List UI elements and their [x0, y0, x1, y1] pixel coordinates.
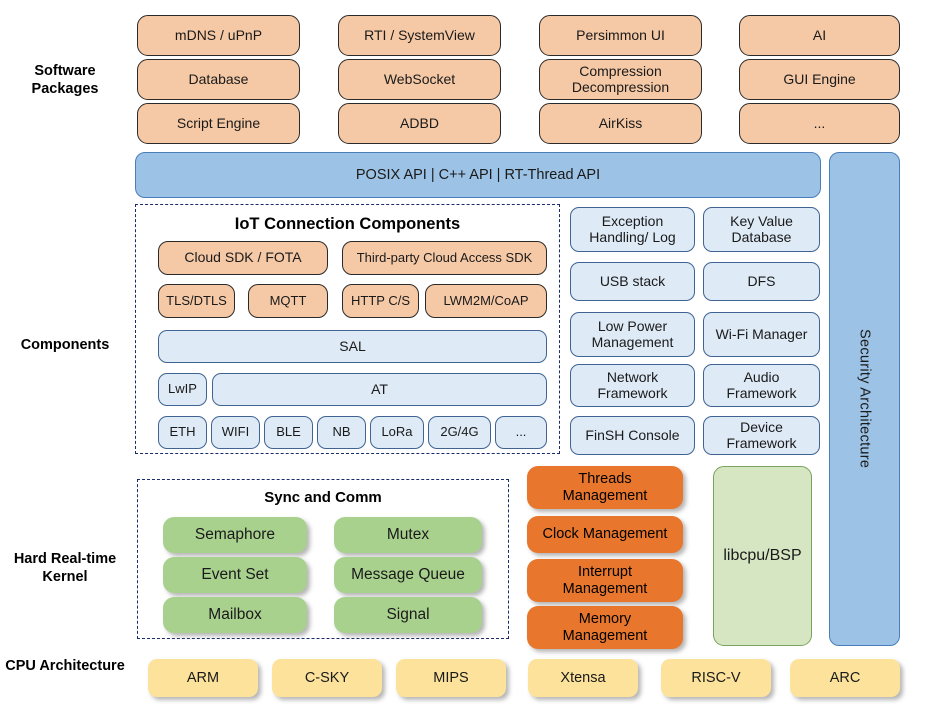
kernel-sync-box[interactable]: Mutex	[334, 517, 482, 553]
iot-thirdparty-sdk-box[interactable]: Third-party Cloud Access SDK	[342, 241, 547, 275]
software-package-box[interactable]: GUI Engine	[739, 59, 900, 100]
software-package-box[interactable]: mDNS / uPnP	[137, 15, 300, 56]
software-package-box[interactable]: Script Engine	[137, 103, 300, 144]
iot-connection-title: IoT Connection Components	[234, 215, 461, 233]
software-package-box[interactable]: Database	[137, 59, 300, 100]
iot-link-box[interactable]: 2G/4G	[428, 416, 491, 449]
iot-lwip-box[interactable]: LwIP	[158, 373, 207, 406]
iot-protocol-box[interactable]: LWM2M/CoAP	[425, 284, 547, 318]
iot-link-box[interactable]: WIFI	[211, 416, 260, 449]
cpu-architecture-box[interactable]: RISC-V	[661, 659, 771, 697]
security-architecture-bar[interactable]: Security Architecture	[829, 152, 900, 646]
row-label-kernel: Hard Real-time Kernel	[13, 551, 117, 586]
cpu-architecture-box[interactable]: ARC	[790, 659, 900, 697]
component-service-box[interactable]: Network Framework	[570, 364, 695, 407]
iot-sal-box[interactable]: SAL	[158, 330, 547, 363]
component-service-box[interactable]: Wi-Fi Manager	[703, 312, 820, 357]
software-package-box[interactable]: WebSocket	[338, 59, 501, 100]
iot-protocol-box[interactable]: TLS/DTLS	[158, 284, 235, 318]
software-package-box[interactable]: AirKiss	[539, 103, 702, 144]
security-architecture-label: Security Architecture	[856, 329, 873, 469]
component-service-box[interactable]: Exception Handling/ Log	[570, 207, 695, 252]
row-label-cpu: CPU Architecture	[5, 658, 125, 674]
software-package-box[interactable]: AI	[739, 15, 900, 56]
iot-connection-group: IoT Connection Components	[135, 204, 560, 454]
iot-protocol-box[interactable]: MQTT	[248, 284, 328, 318]
sync-and-comm-group: Sync and Comm	[137, 479, 509, 639]
component-service-box[interactable]: FinSH Console	[570, 416, 695, 455]
cpu-architecture-box[interactable]: ARM	[148, 659, 258, 697]
libcpu-bsp-box[interactable]: libcpu/BSP	[713, 466, 812, 646]
cpu-architecture-box[interactable]: C-SKY	[272, 659, 382, 697]
kernel-sync-box[interactable]: Semaphore	[163, 517, 307, 553]
software-package-box[interactable]: ...	[739, 103, 900, 144]
component-service-box[interactable]: Key Value Database	[703, 207, 820, 252]
iot-link-box[interactable]: NB	[317, 416, 366, 449]
kernel-sync-box[interactable]: Mailbox	[163, 597, 307, 633]
kernel-management-box[interactable]: Clock Management	[527, 516, 683, 553]
kernel-sync-box[interactable]: Message Queue	[334, 557, 482, 593]
kernel-management-box[interactable]: Threads Management	[527, 466, 683, 509]
kernel-management-box[interactable]: Memory Management	[527, 606, 683, 649]
component-service-box[interactable]: DFS	[703, 262, 820, 301]
cpu-architecture-box[interactable]: Xtensa	[528, 659, 638, 697]
kernel-sync-box[interactable]: Event Set	[163, 557, 307, 593]
iot-protocol-box[interactable]: HTTP C/S	[342, 284, 419, 318]
component-service-box[interactable]: USB stack	[570, 262, 695, 301]
iot-at-box[interactable]: AT	[212, 373, 547, 406]
kernel-management-box[interactable]: Interrupt Management	[527, 559, 683, 602]
iot-link-box[interactable]: ETH	[158, 416, 207, 449]
iot-cloud-sdk-box[interactable]: Cloud SDK / FOTA	[158, 241, 328, 275]
component-service-box[interactable]: Device Framework	[703, 416, 820, 455]
software-package-box[interactable]: Persimmon UI	[539, 15, 702, 56]
row-label-components: Components	[20, 337, 110, 353]
cpu-architecture-box[interactable]: MIPS	[396, 659, 506, 697]
row-label-software-packages: Software Packages	[31, 63, 99, 98]
component-service-box[interactable]: Low Power Management	[570, 312, 695, 357]
kernel-sync-box[interactable]: Signal	[334, 597, 482, 633]
software-package-box[interactable]: RTI / SystemView	[338, 15, 501, 56]
sync-and-comm-title: Sync and Comm	[264, 489, 382, 506]
software-package-box[interactable]: Compression Decompression	[539, 59, 702, 100]
iot-link-box[interactable]: ...	[495, 416, 547, 449]
component-service-box[interactable]: Audio Framework	[703, 364, 820, 407]
iot-link-box[interactable]: LoRa	[370, 416, 424, 449]
api-layer-bar[interactable]: POSIX API | C++ API | RT-Thread API	[135, 152, 821, 198]
software-package-box[interactable]: ADBD	[338, 103, 501, 144]
iot-link-box[interactable]: BLE	[264, 416, 313, 449]
